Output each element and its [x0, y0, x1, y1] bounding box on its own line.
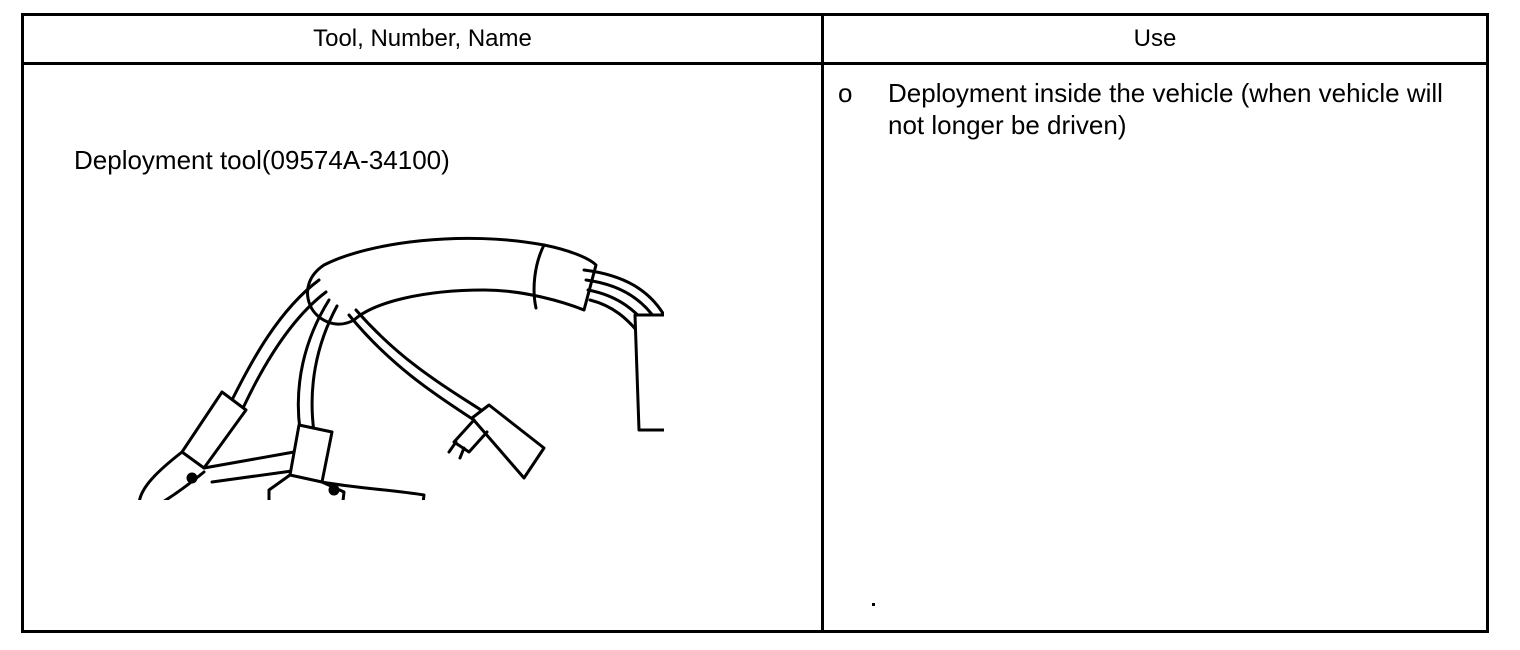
use-cell: o Deployment inside the vehicle (when ve…	[821, 62, 1489, 633]
connector-box-icon	[633, 313, 664, 432]
tool-table: Tool, Number, Name Use Deployment tool(0…	[21, 13, 1489, 633]
header-tool-number-name: Tool, Number, Name	[21, 13, 824, 65]
table-header-row: Tool, Number, Name Use	[21, 13, 1489, 65]
tool-name: Deployment tool(09574A-34100)	[74, 145, 450, 175]
table-row: Deployment tool(09574A-34100)	[21, 62, 1489, 633]
header-use: Use	[821, 13, 1489, 65]
stray-dot	[872, 603, 875, 606]
list-item: o Deployment inside the vehicle (when ve…	[838, 77, 1466, 141]
tool-cell: Deployment tool(09574A-34100)	[21, 62, 824, 633]
use-description: Deployment inside the vehicle (when vehi…	[888, 78, 1443, 140]
use-list: o Deployment inside the vehicle (when ve…	[838, 77, 1466, 141]
bullet-marker: o	[838, 78, 853, 108]
